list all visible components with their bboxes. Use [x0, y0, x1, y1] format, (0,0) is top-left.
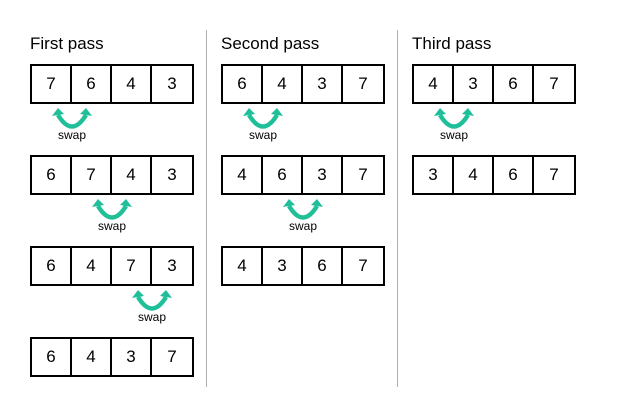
array-cell: 3: [303, 157, 343, 193]
array-cell: 3: [414, 157, 454, 193]
swap-indicator: swap: [87, 199, 137, 235]
array-cell: 3: [167, 256, 177, 275]
array-cell: 7: [358, 256, 368, 275]
swap-arrow-icon: [243, 108, 283, 129]
array-cell: 7: [112, 248, 152, 284]
swap-arrow-icon: [434, 108, 474, 129]
pass-title: Second pass: [221, 34, 320, 53]
array-cell: 3: [167, 74, 177, 93]
array-cell: 6: [32, 248, 72, 284]
array-cell: 7: [549, 74, 559, 93]
array-cell: 4: [223, 248, 263, 284]
array-cell: 4: [414, 66, 454, 102]
pass-title: First pass: [30, 34, 104, 53]
pass-divider: [206, 30, 207, 387]
swap-label: swap: [248, 128, 277, 142]
pass-title: Third pass: [412, 34, 492, 53]
swap-arrow-icon: [52, 108, 92, 129]
array-cell: 6: [72, 66, 112, 102]
array-cell: 4: [72, 339, 112, 375]
array-cell: 7: [167, 347, 177, 366]
array-cell: 4: [72, 248, 112, 284]
swap-arrow-icon: [132, 290, 172, 311]
array-cell: 6: [263, 157, 303, 193]
array-cell: 3: [454, 66, 494, 102]
swap-label: swap: [57, 128, 86, 142]
swap-label: swap: [97, 219, 126, 233]
array-cell: 7: [549, 165, 559, 184]
swap-indicator: swap: [278, 199, 328, 235]
array-cell: 4: [454, 157, 494, 193]
swap-label: swap: [439, 128, 468, 142]
array-cell: 7: [72, 157, 112, 193]
swap-label: swap: [137, 310, 166, 324]
pass-divider: [397, 30, 398, 387]
array-cell: 6: [32, 339, 72, 375]
array-cell: 7: [32, 66, 72, 102]
array-cell: 7: [358, 74, 368, 93]
array-cell: 6: [32, 157, 72, 193]
array-cell: 4: [112, 157, 152, 193]
array-cell: 3: [303, 66, 343, 102]
swap-indicator: swap: [429, 108, 479, 144]
array-cell: 3: [112, 339, 152, 375]
array-cell: 4: [263, 66, 303, 102]
array-cell: 6: [303, 248, 343, 284]
swap-indicator: swap: [127, 290, 177, 326]
array-cell: 6: [494, 66, 534, 102]
swap-indicator: swap: [47, 108, 97, 144]
array-cell: 4: [223, 157, 263, 193]
array-cell: 6: [494, 157, 534, 193]
array-cell: 6: [223, 66, 263, 102]
swap-arrow-icon: [92, 199, 132, 220]
swap-label: swap: [288, 219, 317, 233]
swap-indicator: swap: [238, 108, 288, 144]
array-cell: 3: [263, 248, 303, 284]
array-cell: 4: [112, 66, 152, 102]
array-cell: 7: [358, 165, 368, 184]
array-cell: 3: [167, 165, 177, 184]
swap-arrow-icon: [283, 199, 323, 220]
